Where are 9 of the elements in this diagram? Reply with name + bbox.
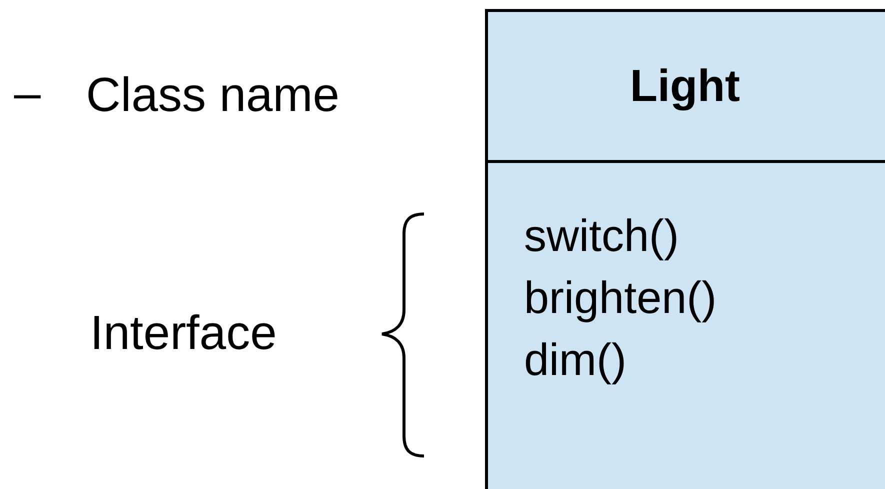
annotation-text: Class name bbox=[86, 72, 340, 120]
annotation-text: Interface bbox=[90, 310, 277, 358]
method-text: brighten() bbox=[524, 271, 717, 325]
class-name-compartment bbox=[485, 9, 885, 163]
dash-text: – bbox=[14, 70, 41, 118]
method-text: switch() bbox=[524, 209, 679, 263]
class-name: Light bbox=[630, 60, 740, 112]
methods-compartment bbox=[485, 160, 885, 489]
method-text: dim() bbox=[524, 333, 626, 387]
